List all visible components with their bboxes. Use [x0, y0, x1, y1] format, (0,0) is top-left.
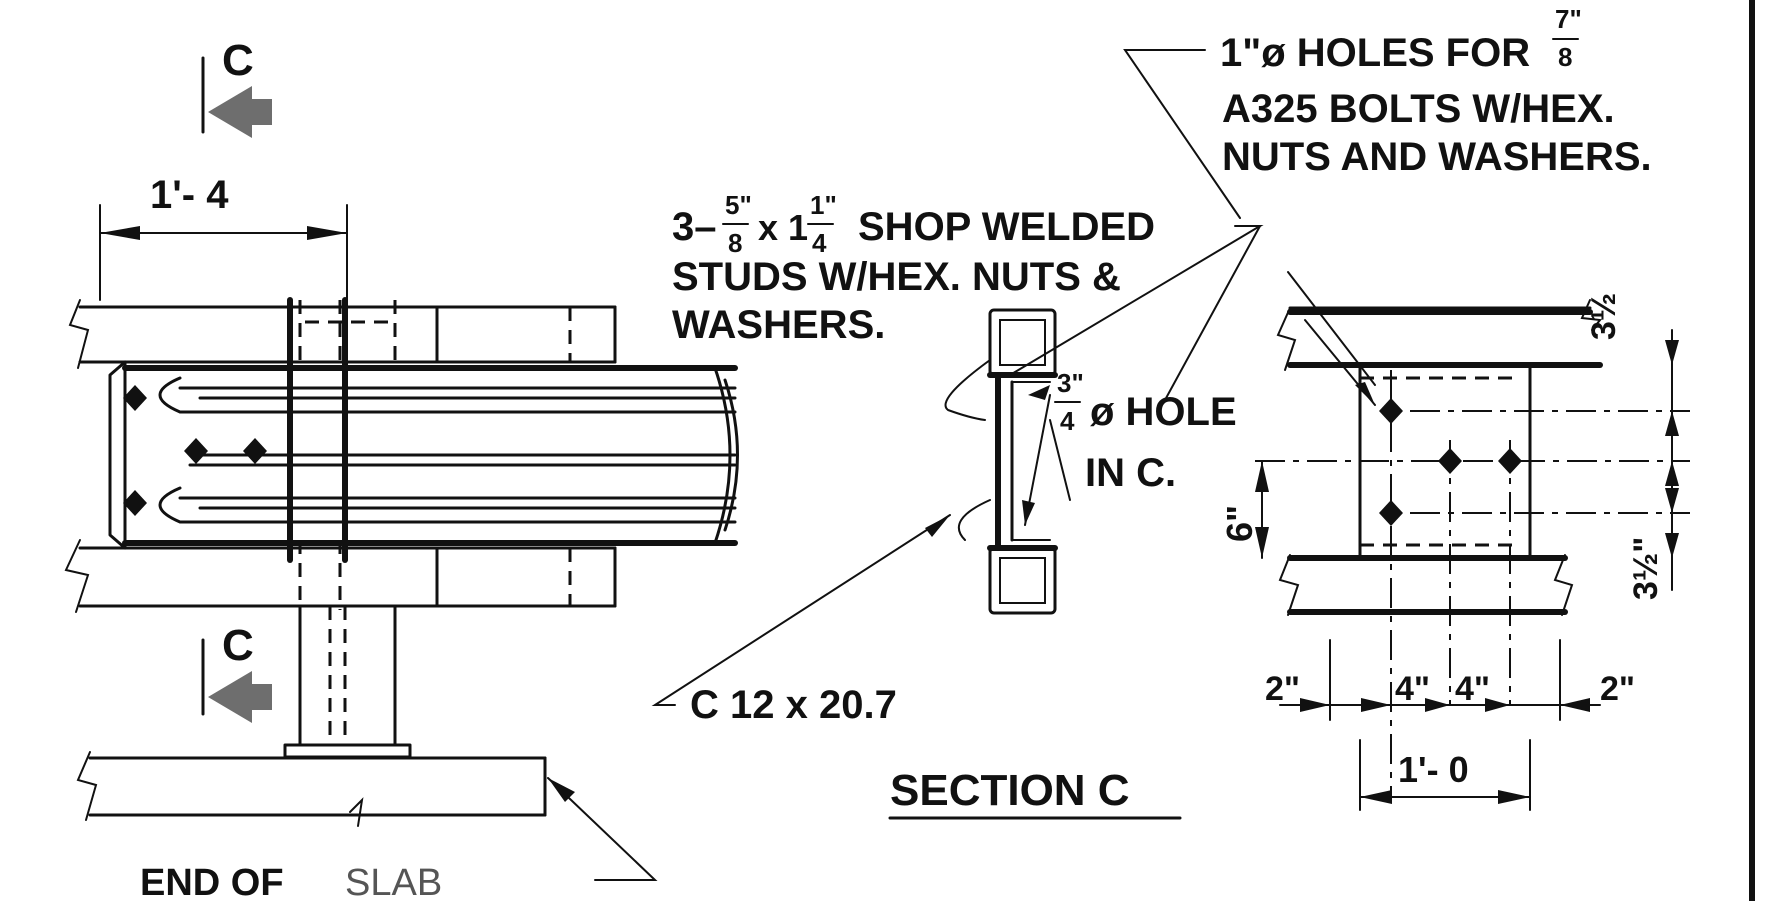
dim-2-left-label: 2" — [1265, 670, 1300, 708]
guardrail-w-beam — [122, 365, 739, 546]
section-marker-top: C — [201, 36, 272, 138]
hole-frac-den: 4 — [1060, 406, 1075, 436]
dim-1-0-label: 1'- 0 — [1398, 749, 1469, 790]
annotations: 1"ø HOLES FOR 7" 8 A325 BOLTS W/HEX. NUT… — [672, 4, 1652, 495]
dimension-1-4: 1'- 4 — [99, 173, 348, 301]
hole-label: ø HOLE — [1090, 390, 1237, 434]
section-title-label: SECTION C — [890, 766, 1130, 815]
end-of-label: END OF — [140, 862, 284, 901]
studs-frac1-den: 8 — [728, 228, 742, 258]
studs-x: x 1 — [758, 207, 808, 248]
bolt-lines-plan — [287, 297, 348, 563]
dim-4-b-label: 4" — [1455, 670, 1490, 708]
hole-frac-num: 3" — [1057, 368, 1084, 398]
dim-6-label: 6" — [1219, 505, 1260, 542]
studs-frac1-num: 5" — [725, 190, 752, 220]
dim-3-half-bottom-label: 3½" — [1627, 537, 1665, 600]
holes-note-line1: 1"ø HOLES FOR — [1220, 31, 1530, 75]
post — [283, 604, 412, 759]
bolt-holes-plan — [123, 385, 267, 516]
cross-section — [944, 308, 1071, 615]
slab — [76, 751, 547, 827]
channel-label: C 12 x 20.7 — [690, 683, 897, 727]
holes-note-line2: A325 BOLTS W/HEX. — [1222, 87, 1615, 131]
lower-beam — [64, 539, 617, 613]
dim-2-right-label: 2" — [1600, 670, 1635, 708]
section-marker-bottom-label: C — [222, 621, 254, 670]
dim-4-a-label: 4" — [1395, 670, 1430, 708]
plan-view: C 1'- 4 — [64, 36, 739, 901]
in-c-label: IN C. — [1085, 451, 1176, 495]
holes-note-fraction-den: 8 — [1558, 42, 1572, 72]
studs-note-rest: SHOP WELDED — [858, 205, 1155, 249]
studs-note-prefix: 3– — [672, 205, 717, 249]
section-marker-bottom: C — [201, 621, 272, 723]
dimension-1-4-label: 1'- 4 — [150, 173, 229, 217]
end-of-slab-leader — [547, 777, 658, 881]
dim-3-half-top-label: 3½ — [1585, 293, 1623, 340]
end-plate — [108, 360, 127, 550]
section-title: SECTION C — [888, 766, 1182, 820]
studs-note-line2: STUDS W/HEX. NUTS & — [672, 255, 1121, 299]
section-marker-top-label: C — [222, 36, 254, 85]
holes-note-fraction-num: 7" — [1555, 4, 1582, 34]
elevation-view: 6" 3½ 3½" 2" 4" 4" 2" 1'- 0 — [1219, 293, 1690, 811]
studs-note-line3: WASHERS. — [672, 303, 885, 347]
studs-frac2-num: 1" — [810, 190, 837, 220]
slab-label: SLAB — [345, 862, 442, 901]
studs-frac2-den: 4 — [812, 228, 827, 258]
holes-note-line3: NUTS AND WASHERS. — [1222, 135, 1652, 179]
channel-leader: C 12 x 20.7 — [651, 514, 951, 727]
